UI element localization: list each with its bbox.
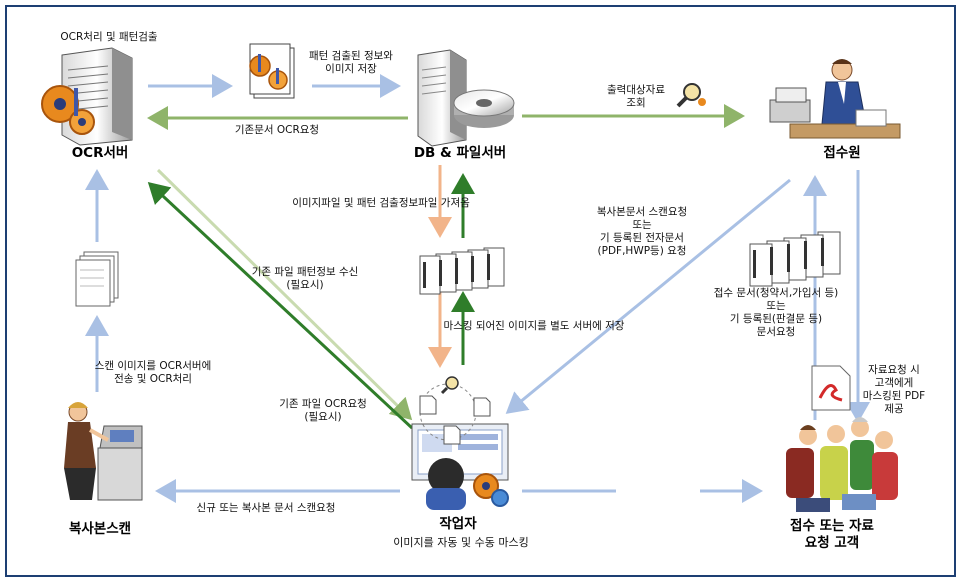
label-send-to-ocr-2: 전송 및 OCR처리	[114, 373, 192, 385]
label-copy-scan-request-3: 기 등록된 전자문서	[600, 232, 684, 244]
label-output-query: 출력대상자료 조회	[596, 84, 676, 110]
customer-title: 접수 또는 자료 요청 고객	[772, 518, 892, 552]
label-existing-ocr-request: 기존문서 OCR요청	[234, 124, 320, 136]
label-send-to-ocr: 스캔 이미지를 OCR서버에 전송 및 OCR처리	[78, 360, 228, 386]
arrow-ocr-to-worker-light	[156, 168, 413, 421]
worker-loop-icon	[419, 376, 491, 445]
worker-subtitle: 이미지를 자동 및 수동 마스킹	[393, 536, 529, 549]
diagram-frame	[5, 5, 956, 577]
label-fetch-image-pattern: 이미지파일 및 패턴 검출정보파일 가져옴	[292, 197, 470, 209]
db-server-icon	[417, 49, 515, 147]
label-existing-file-ocr-2: (필요시)	[304, 411, 342, 423]
db-server-title: DB & 파일서버	[413, 145, 507, 161]
arrow-receptionist-to-worker	[505, 178, 791, 414]
label-copy-scan-request: 복사본문서 스캔요청 또는 기 등록된 전자문서 (PDF,HWP등) 요청	[582, 206, 702, 258]
pdf-document-icon	[811, 365, 851, 411]
customer-title-line1: 접수 또는 자료	[790, 518, 874, 534]
label-pdf-provide: 자료요청 시 고객에게 마스킹된 PDF 제공	[850, 364, 938, 416]
label-receipt-docs-2: 또는	[766, 300, 786, 312]
document-stack-icon	[419, 247, 505, 295]
arrow-worker-to-ocr	[147, 181, 414, 430]
label-new-scan-request: 신규 또는 복사본 문서 스캔요청	[196, 502, 336, 514]
worker-title: 작업자	[439, 516, 477, 532]
label-receipt-docs-3: 기 등록된(판결문 등)	[729, 313, 823, 325]
receipt-docs-icon	[749, 231, 841, 287]
label-copy-scan-request-2: 또는	[632, 219, 652, 231]
label-copy-scan-request-4: (PDF,HWP등) 요청	[597, 245, 687, 257]
ocr-server-icon	[41, 47, 133, 146]
customer-title-line2: 요청 고객	[804, 535, 860, 551]
receptionist-title: 접수원	[823, 145, 861, 161]
label-copy-scan-request-1: 복사본문서 스캔요청	[596, 206, 688, 218]
label-existing-file-ocr: 기존 파일 OCR요청 (필요시)	[268, 398, 378, 424]
label-pattern-store-1: 패턴 검출된 정보와	[309, 50, 393, 62]
copier-operator-icon	[64, 402, 143, 501]
scanned-pages-icon	[75, 251, 119, 307]
document-gear-icon	[249, 43, 295, 99]
copy-scan-title: 복사본스캔	[68, 521, 132, 537]
label-pattern-receive-1: 기존 파일 패턴정보 수신	[251, 266, 359, 278]
label-pattern-receive: 기존 파일 패턴정보 수신 (필요시)	[240, 266, 370, 292]
label-pattern-receive-2: (필요시)	[286, 279, 324, 291]
label-pdf-provide-4: 제공	[884, 403, 904, 415]
magnifier-icon	[676, 83, 706, 108]
ocr-server-title: OCR서버	[71, 145, 129, 161]
label-masked-store: 마스킹 되어진 이미지를 별도 서버에 저장	[443, 320, 625, 332]
label-pdf-provide-1: 자료요청 시	[868, 364, 920, 376]
label-pdf-provide-2: 고객에게	[874, 377, 914, 389]
label-send-to-ocr-1: 스캔 이미지를 OCR서버에	[94, 360, 212, 372]
label-pattern-store: 패턴 검출된 정보와 이미지 저장	[296, 50, 406, 76]
customer-family-icon	[786, 417, 898, 512]
receptionist-icon	[769, 59, 901, 139]
label-receipt-docs-1: 접수 문서(청약서,가입서 등)	[713, 287, 839, 299]
label-pattern-store-2: 이미지 저장	[325, 63, 377, 75]
label-ocr-process: OCR처리 및 패턴검출	[60, 31, 158, 43]
label-output-query-2: 조회	[626, 97, 646, 109]
label-receipt-docs-4: 문서요청	[756, 326, 796, 338]
label-pdf-provide-3: 마스킹된 PDF	[862, 390, 926, 402]
label-receipt-docs: 접수 문서(청약서,가입서 등) 또는 기 등록된(판결문 등) 문서요청	[696, 287, 856, 339]
label-existing-file-ocr-1: 기존 파일 OCR요청	[279, 398, 367, 410]
label-output-query-1: 출력대상자료	[607, 84, 665, 96]
